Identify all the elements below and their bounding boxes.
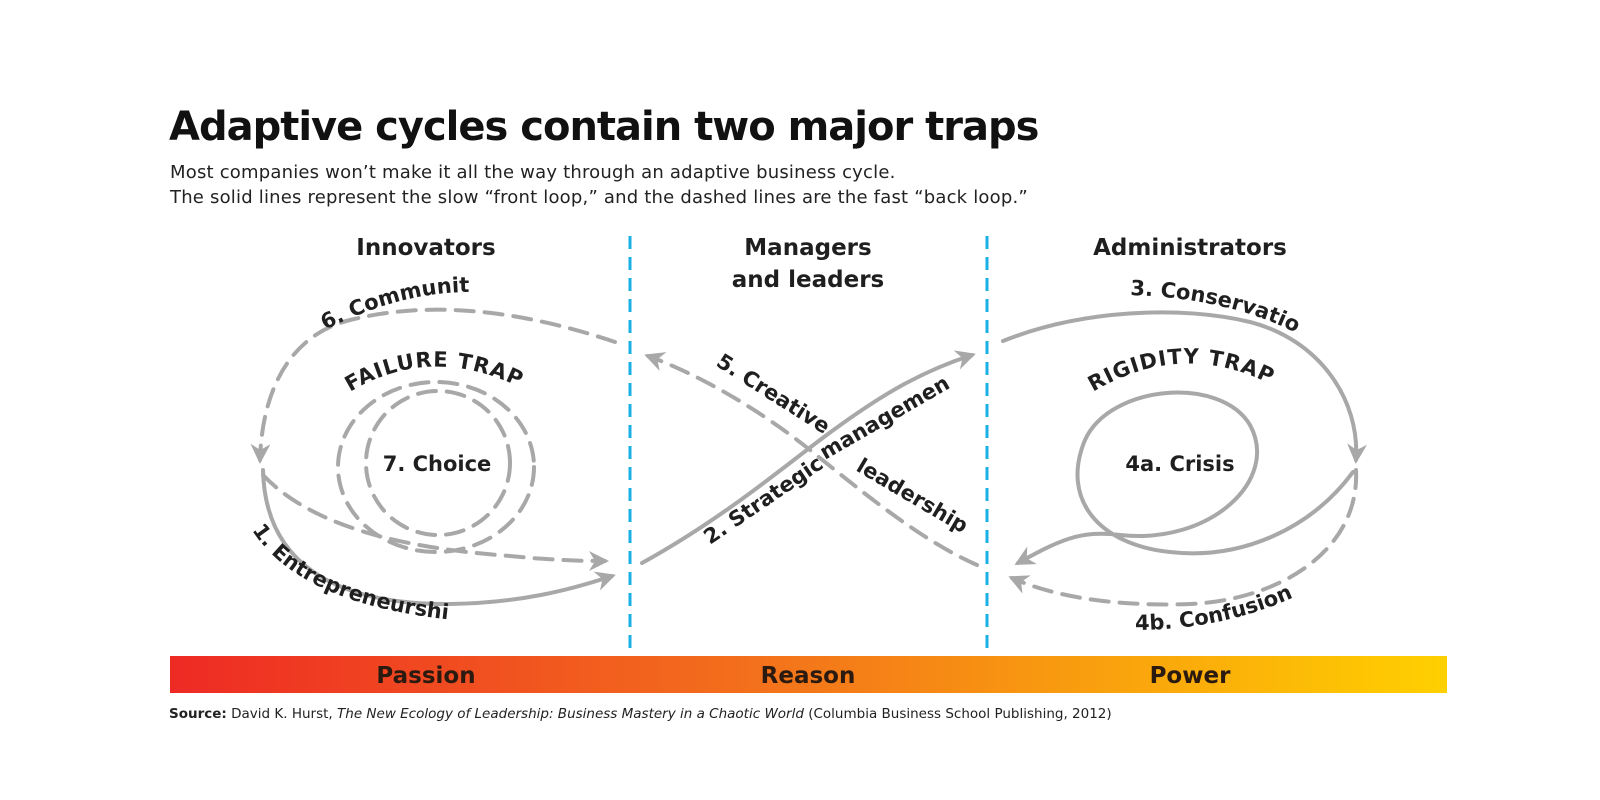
label-failure-trap: FAILURE TRAP [341,347,528,396]
page-title: Adaptive cycles contain two major traps [169,104,1039,150]
header-administrators: Administrators [1093,235,1287,261]
source-label: Source: [169,706,227,722]
label-management: management [0,0,954,464]
source-book-title: The New Ecology of Leadership: Business … [337,706,804,722]
subtitle-line-2: The solid lines represent the slow “fron… [170,187,1028,208]
source-citation: Source: David K. Hurst, The New Ecology … [169,706,1112,722]
label-choice: 7. Choice [383,452,492,476]
label-rigidity-trap: RIGIDITY TRAP [1084,344,1279,396]
header-managers-line-1: Managers [744,235,871,261]
subtitle-line-1: Most companies won’t make it all the way… [170,162,896,183]
source-author: David K. Hurst, [231,706,333,722]
community-curve [250,307,617,464]
label-community: 6. Community [0,0,470,334]
rigidity-spiral [1014,390,1355,565]
passion-reason-power-bar [170,656,1447,693]
bar-label-reason: Reason [761,663,856,689]
bar-label-passion: Passion [376,663,475,689]
confusion-curve [1008,468,1359,607]
header-managers-line-2: and leaders [732,267,884,293]
label-confusion: 4b. Confusion [1135,580,1296,635]
creative-leadership-curve [644,352,979,567]
failure-outer-ring [336,380,536,554]
label-crisis: 4a. Crisis [1125,452,1234,476]
source-publisher: (Columbia Business School Publishing, 20… [808,706,1112,722]
label-strategic: 2. Strategic [699,451,827,549]
choice-return-curve [261,473,609,571]
failure-inner-ring [364,389,512,537]
bar-label-power: Power [1150,663,1232,689]
entrepreneurship-curve [261,468,616,607]
conservation-curve [1001,310,1368,464]
strategic-management-curve [640,350,976,565]
header-innovators: Innovators [356,235,495,261]
label-conservation: 3. Conservation [0,0,1304,337]
